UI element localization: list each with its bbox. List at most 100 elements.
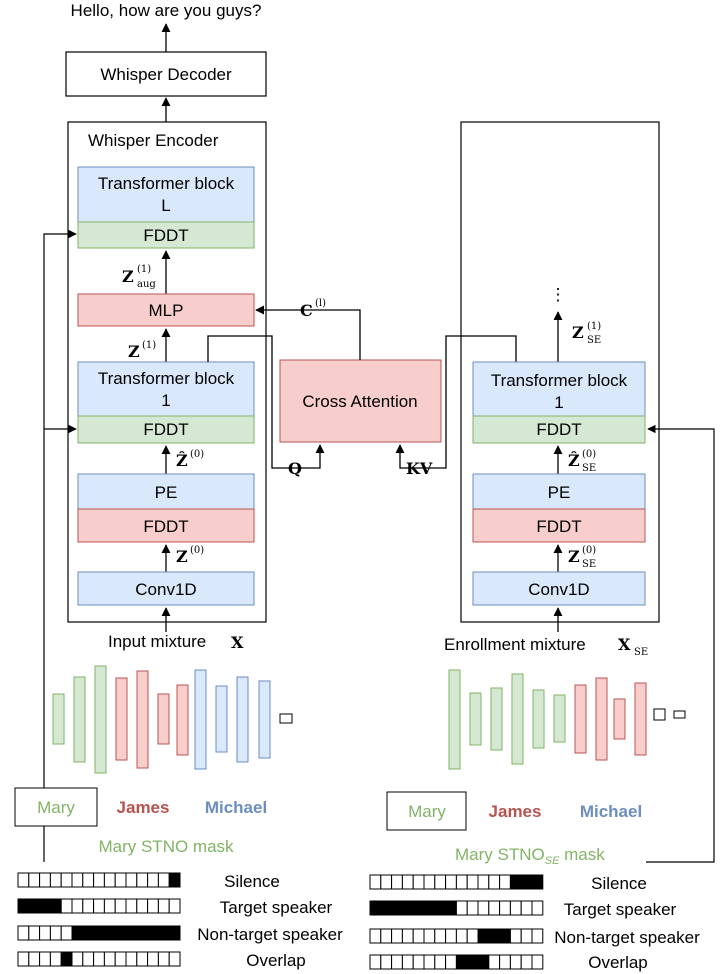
mask-cell (488, 928, 501, 944)
enrollment-mixture-label: Enrollment mixture (444, 635, 586, 654)
mask-cell (412, 900, 425, 916)
z0-se-sup: (0) (582, 545, 596, 556)
z1-se-symbol: Z (572, 323, 584, 342)
michael-label-left: Michael (205, 798, 267, 817)
mask-cell (125, 925, 138, 941)
mask-cell (93, 872, 105, 888)
mask-cell (71, 872, 84, 888)
pe-left-label: PE (155, 483, 178, 502)
conv1d-right-label: Conv1D (528, 580, 589, 599)
mask-cell (445, 928, 457, 944)
transformer-block-1-left (77, 361, 255, 417)
mask-label-left: Mary STNO mask (98, 837, 234, 856)
mask-cell (168, 925, 181, 941)
zhat0-symbol: Ẑ (176, 450, 188, 470)
mask-cell (168, 872, 181, 888)
mask-cell (103, 898, 116, 914)
mask-cell (455, 900, 468, 916)
mask-cell (39, 925, 51, 941)
mask-cell (466, 928, 479, 944)
mask-cell (157, 925, 170, 941)
mask-cell (466, 954, 479, 970)
mask-cell (401, 900, 414, 916)
mask-cell (445, 954, 457, 970)
mary-label-left: Mary (37, 798, 75, 817)
mask-cell (531, 954, 544, 970)
zhat0-sup: (0) (190, 449, 204, 460)
mask-cell (391, 900, 403, 916)
mask-cell (17, 951, 30, 967)
mask-cell (136, 951, 149, 967)
mask-cell (136, 898, 149, 914)
mask-cell (82, 872, 95, 888)
mask-cell (412, 874, 425, 890)
legend-target-right: Target speaker (564, 900, 677, 919)
kv-symbol: KV (406, 459, 433, 478)
mask-cell (509, 900, 522, 916)
mask-cell (71, 951, 84, 967)
mask-cell (369, 900, 382, 916)
fddt-right (472, 415, 646, 444)
fddt-red-right (472, 508, 646, 543)
legend-overlap-right: Overlap (588, 953, 648, 972)
mask-cell (168, 951, 181, 967)
mask-cell (60, 872, 73, 888)
mask-cell (17, 898, 30, 914)
conv1d-left (77, 571, 255, 606)
z-aug-sup: (1) (137, 264, 151, 275)
mask-cell (520, 954, 533, 970)
mask-cell (93, 951, 105, 967)
mask-cell (168, 898, 181, 914)
mask-cell (60, 898, 73, 914)
mask-cell (520, 928, 533, 944)
whisper-encoder-box (67, 121, 267, 623)
mask-cell (509, 874, 522, 890)
mask-cell (531, 874, 544, 890)
mask-cell (531, 928, 544, 944)
mask-cell (157, 898, 170, 914)
mask-cell (136, 872, 149, 888)
mask-cell (466, 900, 479, 916)
mask-cell (434, 928, 447, 944)
mask-cell (125, 898, 138, 914)
z0-symbol: Z (176, 547, 188, 566)
mary-box-right (386, 791, 467, 831)
mask-label-right-sub: SE (545, 855, 560, 867)
mask-cell (499, 900, 511, 916)
mask-cell (49, 872, 62, 888)
mask-cell (401, 928, 414, 944)
q-symbol: Q (288, 459, 302, 478)
mask-cell (488, 954, 501, 970)
mask-cell (412, 928, 425, 944)
mask-cell (28, 898, 41, 914)
mask-cell (401, 954, 414, 970)
mask-cell (434, 874, 447, 890)
mask-cell (28, 925, 41, 941)
z-aug-symbol: Z (122, 267, 134, 286)
mask-cell (49, 898, 62, 914)
mask-cell (60, 951, 73, 967)
mask-cell (369, 874, 382, 890)
mask-cell (157, 872, 170, 888)
mask-cell (423, 928, 436, 944)
mask-cell (82, 925, 95, 941)
mask-cell (499, 874, 511, 890)
mask-cell (147, 898, 159, 914)
transformer-1-left-line1: Transformer block (98, 369, 235, 388)
whisper-decoder-box (65, 51, 267, 97)
c-symbol: C (300, 301, 313, 320)
mask-cell (423, 874, 436, 890)
stno-mask-grids (17, 872, 544, 970)
mask-cell (28, 872, 41, 888)
mask-cell (499, 954, 511, 970)
fddt-red-left-label: FDDT (143, 517, 188, 536)
mask-cell (125, 951, 138, 967)
mask-cell (60, 925, 73, 941)
mask-cell (477, 900, 490, 916)
mask-cell (114, 872, 127, 888)
input-mixture-symbol: X (231, 633, 244, 652)
mask-cell (499, 928, 511, 944)
mary-label-right: Mary (408, 802, 446, 821)
mask-label-right-post: mask (559, 845, 605, 864)
transformer-L-line1: Transformer block (98, 174, 235, 193)
